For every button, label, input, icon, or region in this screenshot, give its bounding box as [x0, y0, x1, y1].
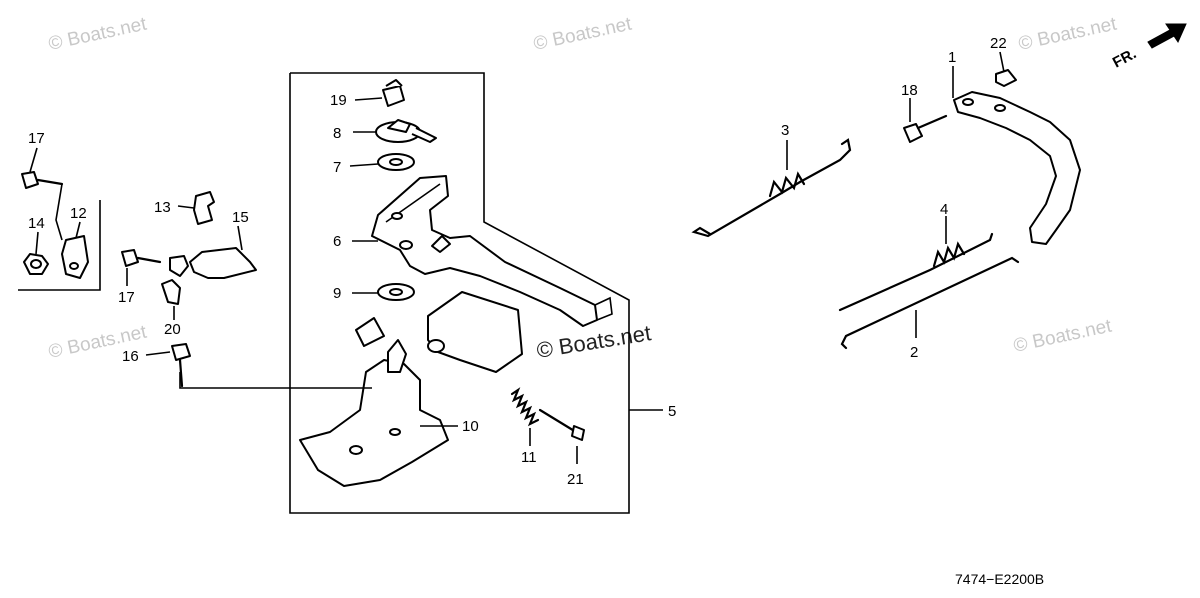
watermark-mid-right: © Boats.net: [1012, 316, 1114, 357]
part-18-bolt: [903, 98, 948, 143]
left-inset-frame: [18, 200, 101, 291]
callout-5: 5: [668, 403, 676, 420]
assembly-5-frame: [289, 72, 663, 514]
callout-20: 20: [164, 321, 181, 338]
part-20-clamp: [161, 255, 189, 320]
watermark-top-left: © Boats.net: [47, 14, 149, 55]
front-indicator: FR.: [1110, 23, 1187, 72]
part-8-bushing: [353, 119, 437, 143]
callout-labels: 1 2 3 4 5 6 7 8 9 10 11 12 13 14 15 16 1…: [28, 35, 1007, 488]
watermark-top-right: © Boats.net: [1017, 14, 1119, 55]
callout-4: 4: [940, 201, 948, 218]
part-17-bolt-upper: [21, 147, 64, 241]
callout-18: 18: [901, 82, 918, 99]
part-11-spring: [510, 387, 540, 446]
callout-17-upper: 17: [28, 130, 45, 147]
part-14-cable-end: [23, 231, 49, 275]
part-22-nut: [995, 51, 1017, 87]
part-17-bolt-lower: [121, 249, 162, 286]
part-3-spring-rod: [691, 138, 852, 238]
callout-9: 9: [333, 285, 341, 302]
callout-2: 2: [910, 344, 918, 361]
part-4-spring-rod: [838, 216, 994, 312]
part-12-plate: [61, 221, 89, 279]
callout-10: 10: [462, 418, 479, 435]
callout-13: 13: [154, 199, 171, 216]
callout-7: 7: [333, 159, 341, 176]
callout-14: 14: [28, 215, 45, 232]
part-13-clip: [177, 191, 215, 225]
part-7-washer: [349, 153, 415, 171]
part-1-lever: [952, 66, 1081, 245]
watermark-center: © Boats.net: [535, 320, 653, 363]
front-label: FR.: [1110, 45, 1139, 71]
part-6-control-arm: [352, 175, 613, 327]
part-2-rod: [840, 256, 1020, 350]
part-19-nut: [354, 79, 405, 107]
part-21-bolt: [538, 408, 585, 464]
callout-12: 12: [70, 205, 87, 222]
callout-1: 1: [948, 49, 956, 66]
part-15-bracket: [189, 225, 257, 279]
callout-11: 11: [521, 449, 537, 466]
callout-21: 21: [567, 471, 584, 488]
callout-6: 6: [333, 233, 341, 250]
part-16-bolt: [145, 343, 191, 388]
callout-19: 19: [330, 92, 347, 109]
callout-8: 8: [333, 125, 341, 142]
front-arrow-icon: [1147, 23, 1187, 49]
watermark-top-center: © Boats.net: [532, 14, 634, 55]
callout-22: 22: [990, 35, 1007, 52]
callout-16: 16: [122, 348, 139, 365]
callout-15: 15: [232, 209, 249, 226]
diagram-code: 7474−E2200B: [955, 571, 1044, 587]
callout-3: 3: [781, 122, 789, 139]
part-9-washer: [352, 283, 415, 301]
callout-17-lower: 17: [118, 289, 135, 306]
part-10-base-bracket: [179, 291, 523, 487]
